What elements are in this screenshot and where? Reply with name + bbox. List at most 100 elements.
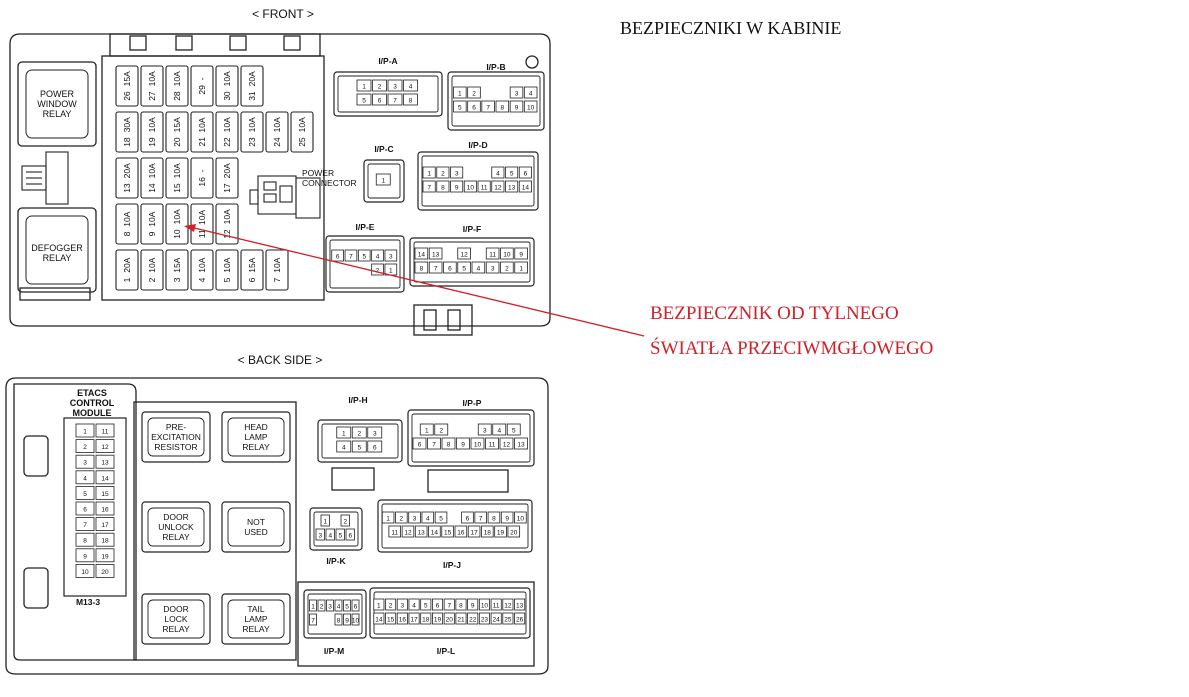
relay-label-line: PRE- — [166, 422, 186, 432]
pin-number: 7 — [83, 522, 87, 529]
fuse-rating: 10A — [222, 257, 232, 272]
pin-box — [500, 511, 514, 524]
pin-number: 8 — [459, 603, 463, 610]
pin-number: 6 — [354, 604, 358, 611]
pin-box — [467, 100, 481, 113]
fuse-number: 27 — [147, 91, 157, 101]
pin-box — [387, 93, 403, 106]
front-label: < FRONT > — [252, 7, 314, 21]
connector-label: I/P-B — [486, 62, 505, 72]
pin-number: 11 — [489, 442, 496, 449]
pin-box — [336, 440, 352, 453]
pin-box — [395, 511, 408, 524]
pin-box — [478, 598, 490, 611]
fuse-rating: 10A — [172, 71, 182, 86]
fuse-number: 12 — [222, 229, 232, 239]
relay-label-line: LOCK — [164, 614, 187, 624]
pin-box — [467, 525, 481, 538]
pin-number: 3 — [389, 254, 393, 261]
pin-box — [75, 532, 95, 547]
fuse-21: 2110A — [190, 111, 214, 153]
pin-box — [485, 261, 500, 274]
pin-box — [471, 261, 486, 274]
pin-box — [490, 598, 502, 611]
pin-number: 2 — [505, 266, 509, 273]
pin-box — [494, 525, 507, 538]
fuse-label: 1910A — [147, 117, 157, 147]
relay-label-line: UNLOCK — [158, 522, 194, 532]
pin-number: 5 — [510, 171, 514, 178]
pin-box — [95, 423, 115, 438]
pin-number: 8 — [501, 105, 505, 112]
pin-number: 3 — [413, 516, 417, 523]
pin-box — [481, 525, 494, 538]
fuse-label: 315A — [172, 257, 182, 282]
pin-number: 13 — [508, 185, 516, 192]
fuse-number: 11 — [197, 229, 207, 238]
pin-box — [502, 612, 514, 625]
side-clip — [21, 151, 69, 205]
pin-box — [320, 514, 330, 527]
pin-number: 17 — [101, 522, 109, 529]
pin-number: 13 — [432, 252, 440, 259]
fuse-number: 16 — [197, 177, 207, 187]
pin-box — [422, 166, 436, 179]
fuse-number: 17 — [222, 183, 232, 193]
pin-box — [478, 612, 490, 625]
fuse-14: 1410A — [140, 157, 164, 199]
pin-number: 4 — [328, 533, 332, 540]
pin-number: 9 — [519, 252, 523, 259]
fuse-number: 26 — [122, 91, 132, 101]
pin-box — [428, 247, 443, 260]
pin-number: 4 — [337, 604, 341, 611]
fuse-label: 2015A — [172, 117, 182, 147]
fuse-number: 2 — [147, 277, 157, 282]
pin-box — [457, 247, 471, 260]
pin-number: 14 — [522, 185, 530, 192]
fuse-rating: 15A — [172, 117, 182, 132]
pin-box — [514, 247, 528, 260]
pin-box — [514, 612, 526, 625]
pin-number: 1 — [311, 604, 315, 611]
pin-box — [500, 247, 514, 260]
pin-number: 2 — [320, 604, 324, 611]
pin-number: 23 — [481, 617, 489, 624]
pin-box — [401, 525, 415, 538]
pin-number: 4 — [409, 84, 413, 91]
pin-box — [388, 525, 401, 538]
pin-box — [315, 528, 325, 541]
fuse-rating: 10A — [147, 117, 157, 132]
fuse-label: 1720A — [222, 163, 232, 193]
fuse-20: 2015A — [165, 111, 189, 153]
fuse-rating: - — [197, 169, 207, 172]
fuse-label: 1410A — [147, 163, 157, 193]
fuse-label: 26 15A — [122, 71, 132, 101]
pin-box — [75, 454, 95, 469]
pin-number: 9 — [505, 516, 509, 523]
pin-number: 17 — [410, 617, 418, 624]
power-connector-line2: CONNECTOR — [302, 178, 357, 188]
connector-label: I/P-D — [468, 140, 487, 150]
pin-box — [372, 93, 387, 106]
pin-number: 17 — [470, 530, 478, 537]
pin-number: 14 — [101, 475, 109, 482]
pin-box — [428, 261, 443, 274]
fuse-19: 1910A — [140, 111, 164, 153]
pin-box — [336, 426, 352, 439]
pin-number: 13 — [418, 530, 426, 537]
fuse-number: 9 — [147, 231, 157, 236]
pin-box — [422, 180, 436, 193]
pin-number: 3 — [515, 91, 519, 98]
relay-label-line: RELAY — [242, 442, 270, 452]
pin-number: 5 — [362, 98, 366, 105]
fuse-31: 3120A — [240, 65, 264, 107]
pin-box — [371, 249, 384, 262]
pin-number: 7 — [434, 266, 438, 273]
pin-number: 7 — [486, 105, 490, 112]
fuse-rating: 15A — [122, 71, 132, 86]
annotation-line2: ŚWIATŁA PRZECIWMGŁOWEGO — [650, 338, 934, 359]
pin-number: 2 — [472, 91, 476, 98]
